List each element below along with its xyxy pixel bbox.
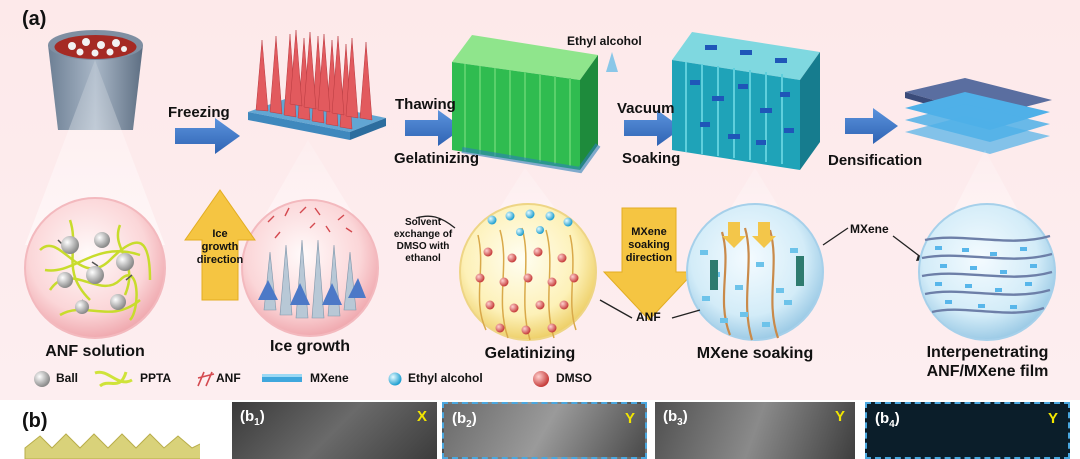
- ice-growth-sphere-icon: [241, 199, 379, 337]
- freezing-label: Freezing: [168, 104, 230, 121]
- thawing-label: Thawing: [395, 96, 456, 113]
- thawing-arrow-icon: [405, 110, 463, 146]
- stage-label-film: Interpenetrating ANF/MXene film: [926, 344, 1049, 380]
- mxene-soaking-sphere-icon: [686, 203, 824, 341]
- panel-b-tag: (b): [22, 410, 48, 432]
- panel-b-3d-model: [24, 433, 200, 459]
- legend-ppta: PPTA: [140, 371, 172, 385]
- ball-legend-icon: [34, 371, 50, 387]
- stage-label-anf-solution: ANF solution: [45, 343, 145, 360]
- sem-image-b3: (b3) Y: [655, 402, 855, 459]
- mxene-pointer-line: [822, 227, 849, 246]
- sem-image-b1: (b1) X: [232, 402, 437, 459]
- mxene-pointer-arrow: [892, 235, 923, 259]
- legend-ball: Ball: [56, 371, 79, 385]
- ppta-legend-icon: [94, 370, 133, 388]
- sem-b1-tag: (b1): [240, 408, 265, 428]
- mxene-soaked-block-icon: [672, 32, 820, 170]
- freezing-arrow-icon: [175, 118, 240, 154]
- anf-solution-sphere-icon: [24, 197, 166, 339]
- gel-block-icon: [452, 35, 601, 174]
- gelatinizing-sphere-icon: [459, 203, 597, 341]
- sem-b3-axis: Y: [834, 408, 845, 425]
- stage-label-gelatinizing: Gelatinizing: [484, 345, 576, 362]
- legend-dmso: DMSO: [556, 371, 592, 385]
- sem-b2-tag: (b2): [452, 410, 477, 430]
- anf-pointer-line: [671, 309, 701, 319]
- mxene-callout-label: MXene: [850, 222, 889, 236]
- legend-anf: ANF: [216, 371, 241, 385]
- dmso-legend-icon: [533, 371, 549, 387]
- solvent-exchange-label: Solvent exchange of DMSO with ethanol: [393, 217, 453, 264]
- densification-label: Densification: [828, 152, 923, 169]
- ice-growth-direction-label: Ice growth direction: [196, 228, 244, 266]
- sem-b2-axis: Y: [624, 410, 635, 427]
- vacuum-label: Vacuum: [617, 100, 675, 117]
- panel-a-tag: (a): [22, 8, 47, 30]
- sem-b4-tag: (b4): [875, 410, 900, 430]
- mxene-legend-icon: [262, 374, 302, 382]
- film-sphere-icon: [918, 203, 1056, 341]
- anf-legend-icon: [197, 371, 215, 387]
- sem-b3-tag: (b3): [663, 408, 688, 428]
- legend-mxene: MXene: [310, 371, 349, 385]
- mxene-soaking-direction-arrow-icon: [602, 207, 696, 321]
- ethyl-alcohol-legend-icon: [388, 372, 402, 386]
- ice-block-icon: [248, 29, 386, 140]
- sem-b4-axis: Y: [1047, 410, 1058, 427]
- gelatinizing-arrow-label: Gelatinizing: [394, 150, 480, 167]
- soaking-label: Soaking: [622, 150, 681, 167]
- droplet-icon: [606, 52, 618, 72]
- panel-a-artwork: [24, 29, 1056, 388]
- legend-ethyl-alcohol: Ethyl alcohol: [408, 371, 483, 385]
- sem-image-b2: (b2) Y: [442, 402, 647, 459]
- mxene-soaking-direction-label: MXene soaking direction: [625, 226, 673, 264]
- anf-pointer-line: [599, 299, 633, 319]
- ice-growth-direction-arrow-icon: [184, 189, 256, 301]
- stage-label-mxene-soaking: MXene soaking: [696, 345, 814, 362]
- vacuum-soaking-arrow-icon: [624, 110, 682, 146]
- ethyl-alcohol-note: Ethyl alcohol: [567, 34, 642, 48]
- densification-arrow-icon: [845, 108, 898, 144]
- densified-film-icon: [905, 78, 1052, 154]
- sem-image-b4: (b4) Y: [865, 402, 1070, 459]
- sem-b1-axis: X: [416, 408, 427, 425]
- panel-a: (a) Freezing Thawing Gelatinizing Vacuum…: [0, 0, 1080, 400]
- solvent-exchange-pointer: [415, 215, 456, 229]
- anf-callout-label: ANF: [636, 310, 661, 324]
- stage-label-ice-growth: Ice growth: [269, 338, 350, 355]
- zoom-cone: [25, 60, 165, 245]
